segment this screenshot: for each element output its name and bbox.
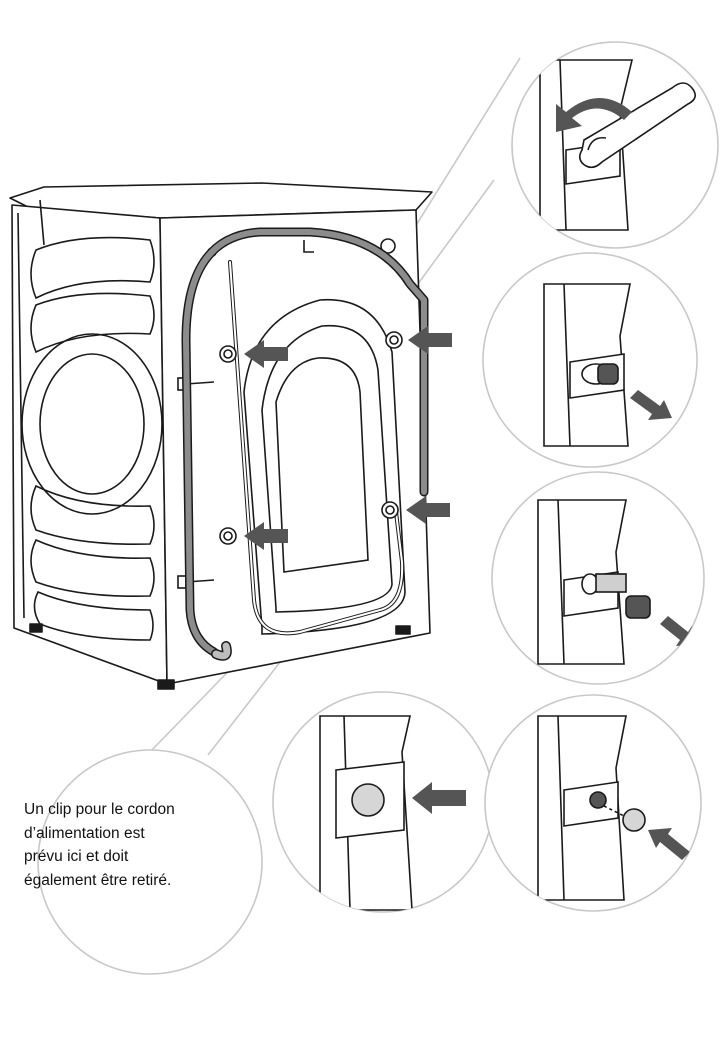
step-4-content <box>319 715 466 911</box>
bolt-head <box>597 363 619 385</box>
rotate-arrow-icon <box>556 98 632 132</box>
arrow-bolt-top-left <box>244 340 288 368</box>
bolt-bottom-right <box>381 501 399 519</box>
note-line-4: également être retiré. <box>24 871 172 889</box>
machine-back <box>159 209 431 685</box>
arrow-bolt-bottom-left <box>244 522 288 550</box>
step-3-content <box>537 499 700 665</box>
cover-cap <box>351 783 385 817</box>
washing-machine-icon <box>9 182 433 690</box>
bolt-bottom-left <box>219 527 237 545</box>
hoses <box>181 227 429 661</box>
push-arrow-icon <box>412 782 466 814</box>
note-line-2: d’alimentation est <box>24 824 145 842</box>
note-line-3: prévu ici et doit <box>24 848 129 865</box>
side-ribs <box>21 236 163 641</box>
bolt-top-left <box>219 345 237 363</box>
step-1-content <box>539 59 696 231</box>
foot-left <box>157 679 175 690</box>
bubble-power-clip <box>37 749 263 975</box>
push-arrow-2 <box>648 828 690 860</box>
wrench-icon <box>578 82 696 169</box>
rear-cover <box>243 298 406 635</box>
bolt-arrows <box>244 326 452 550</box>
arrow-bolt-bottom-right <box>406 496 450 524</box>
pull-arrow <box>630 390 672 420</box>
transport-bolts <box>219 331 403 545</box>
note-line-1: Un clip pour le cordon <box>24 801 175 818</box>
bolt-top-right <box>385 331 403 349</box>
step-5-content <box>537 715 690 901</box>
arrow-bolt-top-right <box>408 326 452 354</box>
foot-right <box>395 625 411 635</box>
step-2-content <box>543 283 672 447</box>
power-clip-note: Un clip pour le cordon d’alimentation es… <box>24 798 244 892</box>
